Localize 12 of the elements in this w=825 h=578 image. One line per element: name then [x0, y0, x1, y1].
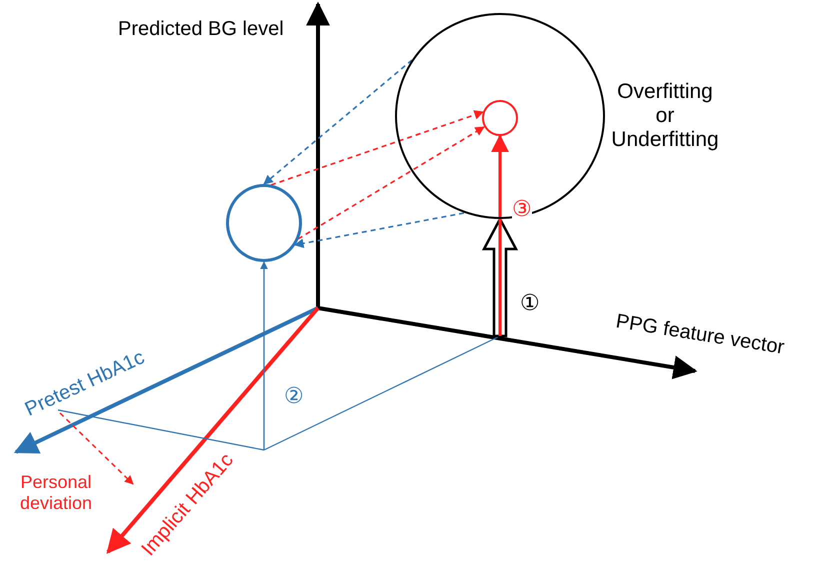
estimate-ellipse — [226, 184, 302, 262]
arrow — [263, 59, 413, 185]
caption-text: Overfitting or Underfitting — [610, 80, 720, 152]
target-circle — [482, 100, 518, 136]
axis-label: Predicted BG level — [118, 18, 284, 41]
axis-label: PPG feature vector — [614, 310, 786, 360]
arrow — [270, 110, 484, 186]
arrow — [260, 261, 268, 450]
arrow — [294, 212, 464, 248]
arrow — [491, 134, 509, 336]
annotation-text: Personal deviation — [18, 472, 94, 514]
arrow — [298, 126, 485, 240]
